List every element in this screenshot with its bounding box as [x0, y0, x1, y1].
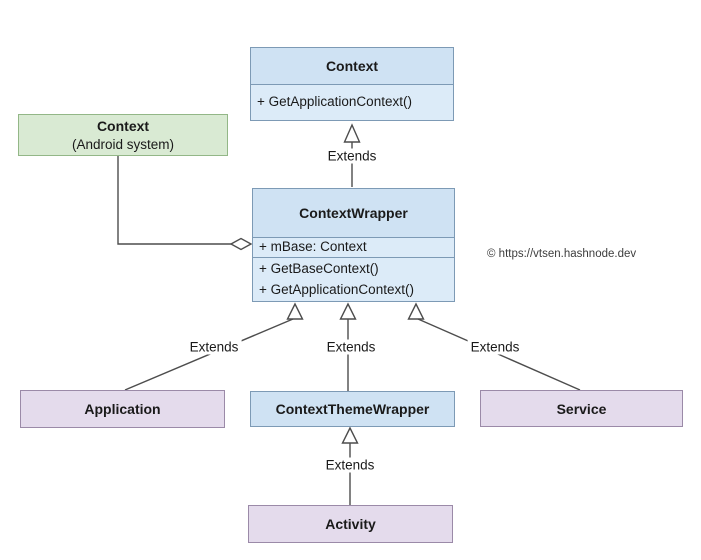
edge-application-to-wrapper [124, 318, 294, 391]
class-application-title: Application [84, 401, 161, 417]
extends-arrowhead-icon [341, 426, 359, 444]
class-context-android-title: Context [96, 118, 150, 134]
class-context-title: Context [251, 48, 453, 84]
extends-arrowhead-icon [407, 302, 425, 320]
extends-arrowhead-icon [343, 123, 361, 143]
extends-label-activity-to-themewrapper: Extends [322, 457, 378, 473]
class-context-android-subtitle: (Android system) [71, 137, 175, 152]
class-contextwrapper-method: + GetBaseContext() [259, 261, 379, 276]
extends-label-wrapper-to-context: Extends [324, 148, 380, 164]
extends-label-service-to-wrapper: Extends [467, 339, 523, 355]
class-context: Context + GetApplicationContext() [250, 47, 454, 121]
edge-service-to-wrapper [417, 318, 581, 391]
extends-arrowhead-icon [286, 302, 304, 320]
class-service-title: Service [556, 400, 607, 417]
class-service: Service [480, 390, 683, 427]
class-contextwrapper-field: + mBase: Context [253, 237, 454, 257]
class-application: Application [20, 390, 225, 428]
class-contextwrapper-title: ContextWrapper [253, 189, 454, 237]
class-contextwrapper-method: + GetApplicationContext() [259, 281, 414, 297]
class-activity-title: Activity [325, 516, 376, 532]
class-activity: Activity [248, 505, 453, 543]
watermark-text: © https://vtsen.hashnode.dev [487, 248, 637, 260]
class-context-method: + GetApplicationContext() [251, 84, 453, 120]
aggregation-diamond-icon [229, 237, 253, 251]
extends-label-themewrapper-to-wrapper: Extends [323, 339, 379, 355]
class-contextwrapper: ContextWrapper + mBase: Context + GetBas… [252, 188, 455, 302]
edge-android-context-aggregation [117, 152, 231, 245]
class-contextthemewrapper-title: ContextThemeWrapper [275, 401, 430, 417]
extends-arrowhead-icon [339, 302, 357, 320]
class-context-android-system: Context (Android system) [18, 114, 228, 156]
extends-label-application-to-wrapper: Extends [186, 339, 242, 355]
class-contextthemewrapper: ContextThemeWrapper [250, 391, 455, 427]
